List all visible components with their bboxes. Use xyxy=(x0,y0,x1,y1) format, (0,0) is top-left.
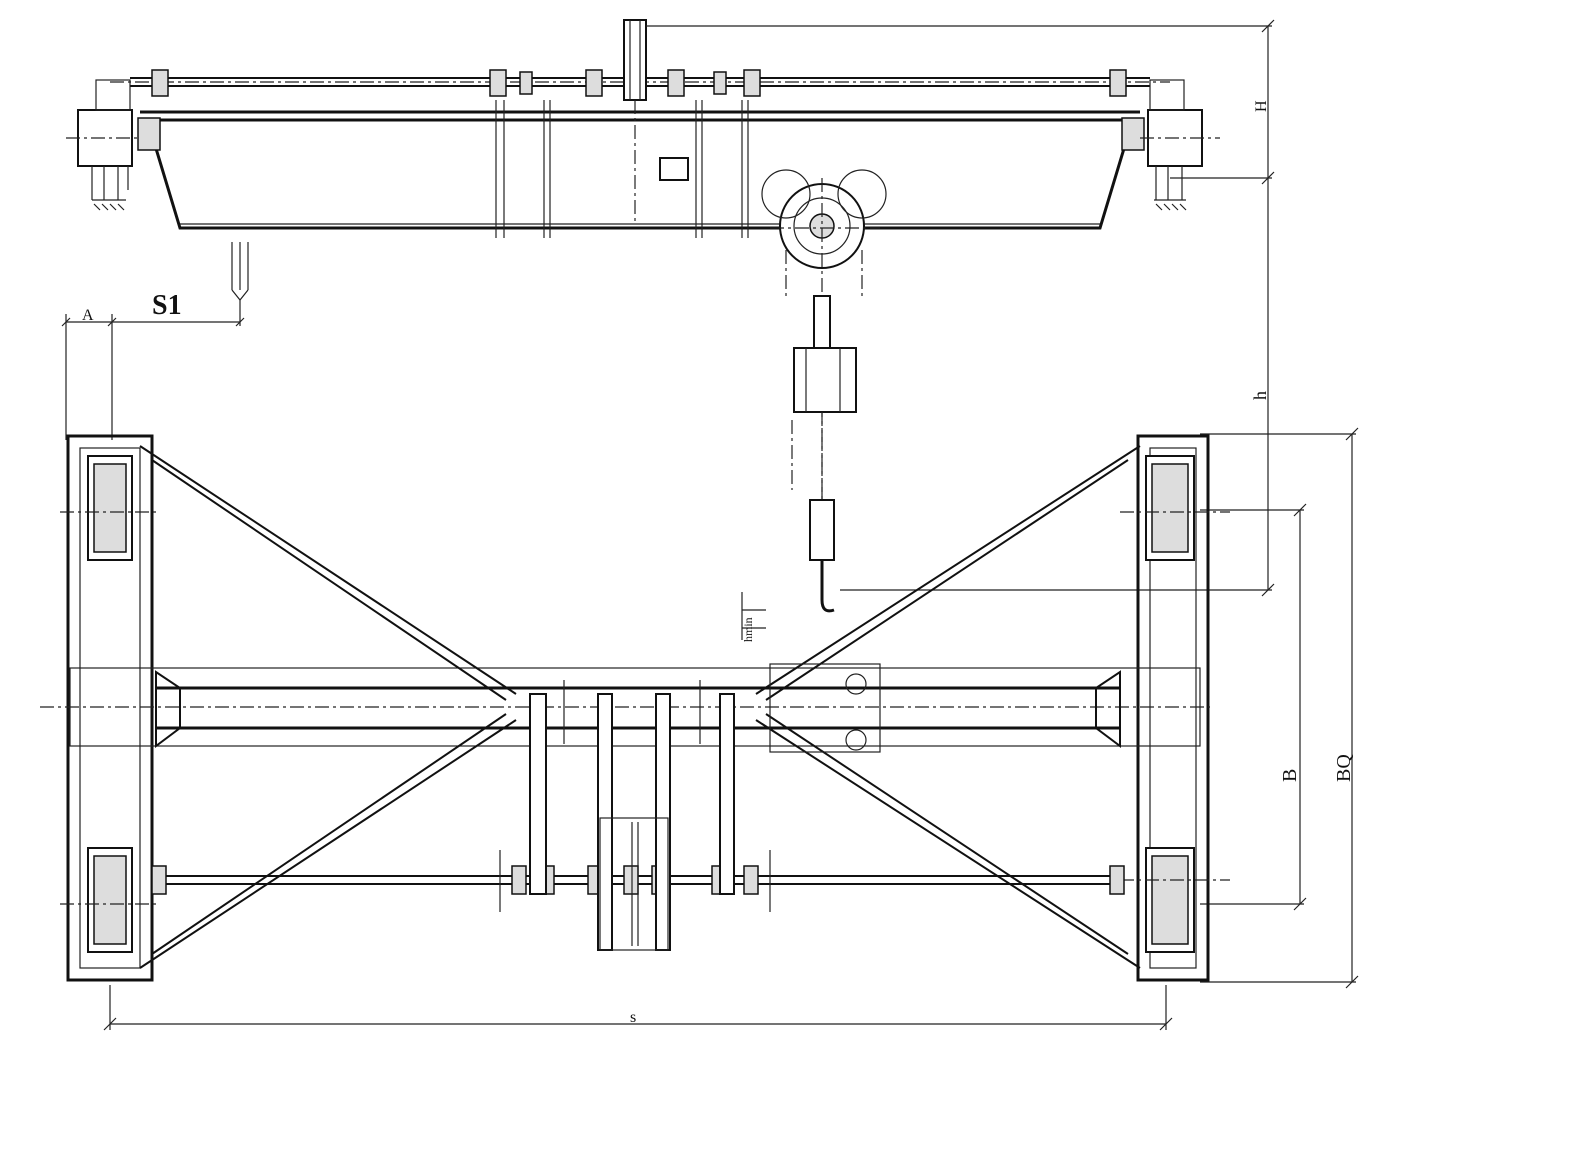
dimension-lines xyxy=(61,19,1359,1031)
dimension-labels: S1 A H h hmin B BQ s xyxy=(82,100,1355,1026)
label-h-upper: H xyxy=(1253,100,1270,112)
label-h-lower: h xyxy=(1250,391,1270,400)
label-b: B xyxy=(1279,769,1301,782)
label-bq: BQ xyxy=(1333,754,1355,782)
label-hmin: hmin xyxy=(741,617,755,642)
label-s1: S1 xyxy=(152,290,182,321)
label-s: s xyxy=(630,1009,636,1026)
label-a: A xyxy=(82,307,94,324)
elevation-view xyxy=(66,19,1220,613)
plan-view xyxy=(40,434,1230,982)
